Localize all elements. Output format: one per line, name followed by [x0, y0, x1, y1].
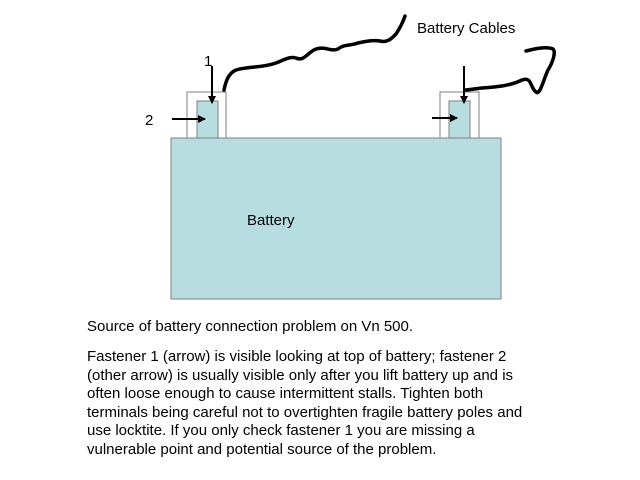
fastener-1-label: 1 — [204, 53, 213, 70]
battery-diagram — [170, 14, 556, 300]
battery-body — [170, 137, 502, 300]
right-terminal — [448, 100, 471, 139]
description: Fastener 1 (arrow) is visible looking at… — [87, 348, 523, 458]
left-battery-cable — [222, 14, 407, 92]
battery-label: Battery — [247, 212, 295, 229]
right-clamp-outline — [439, 91, 480, 138]
fastener-2-label: 2 — [145, 112, 154, 129]
battery-cables-label: Battery Cables — [417, 20, 516, 37]
right-battery-cable — [464, 46, 556, 95]
caption: Source of battery connection problem on … — [87, 318, 414, 335]
left-clamp-outline — [186, 91, 227, 138]
